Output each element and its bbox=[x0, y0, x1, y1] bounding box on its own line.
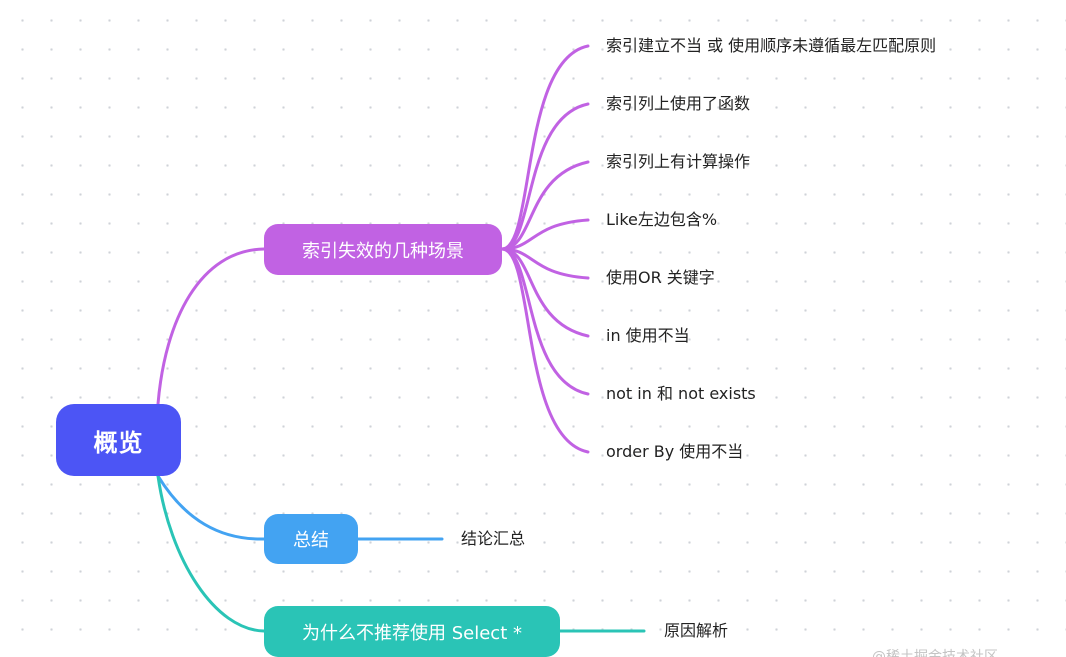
leaf-node[interactable]: 使用OR 关键字 bbox=[606, 268, 715, 287]
leaf-node[interactable]: order By 使用不当 bbox=[606, 442, 744, 461]
leaf-node[interactable]: 索引列上使用了函数 bbox=[606, 94, 751, 113]
root-node[interactable]: 概览 bbox=[56, 404, 181, 476]
connector-b1-leaf-8 bbox=[500, 247, 590, 454]
connector-root-b2 bbox=[156, 474, 266, 541]
connector-b1-leaf-1 bbox=[500, 44, 590, 251]
connector-b1-leaf-4 bbox=[500, 218, 590, 251]
connector-b1-leaf-3 bbox=[500, 160, 590, 251]
connector-root-b3 bbox=[156, 474, 266, 633]
root-node-label: 概览 bbox=[93, 428, 144, 457]
leaf-node[interactable]: 索引建立不当 或 使用顺序未遵循最左匹配原则 bbox=[606, 36, 937, 55]
branch-node-why-not-select-star[interactable]: 为什么不推荐使用 Select * bbox=[264, 606, 560, 657]
watermark: @稀土掘金技术社区 bbox=[872, 649, 998, 657]
branch-node-label: 总结 bbox=[293, 530, 329, 551]
leaf-node[interactable]: Like左边包含% bbox=[606, 210, 718, 229]
branch-node-label: 索引失效的几种场景 bbox=[302, 240, 464, 262]
branch-node-summary[interactable]: 总结 bbox=[264, 514, 358, 564]
leaf-node[interactable]: in 使用不当 bbox=[606, 326, 690, 345]
connector-b1-leaf-7 bbox=[500, 247, 590, 396]
branch-node-index-failure[interactable]: 索引失效的几种场景 bbox=[264, 224, 502, 275]
connector-root-b1 bbox=[156, 247, 266, 406]
leaf-node[interactable]: 结论汇总 bbox=[461, 529, 526, 548]
leaf-node[interactable]: 原因解析 bbox=[664, 621, 729, 640]
branch-node-label: 为什么不推荐使用 Select * bbox=[302, 622, 522, 644]
leaf-node[interactable]: not in 和 not exists bbox=[606, 384, 756, 403]
leaf-node[interactable]: 索引列上有计算操作 bbox=[606, 152, 751, 171]
connector-b1-leaf-2 bbox=[500, 102, 590, 251]
